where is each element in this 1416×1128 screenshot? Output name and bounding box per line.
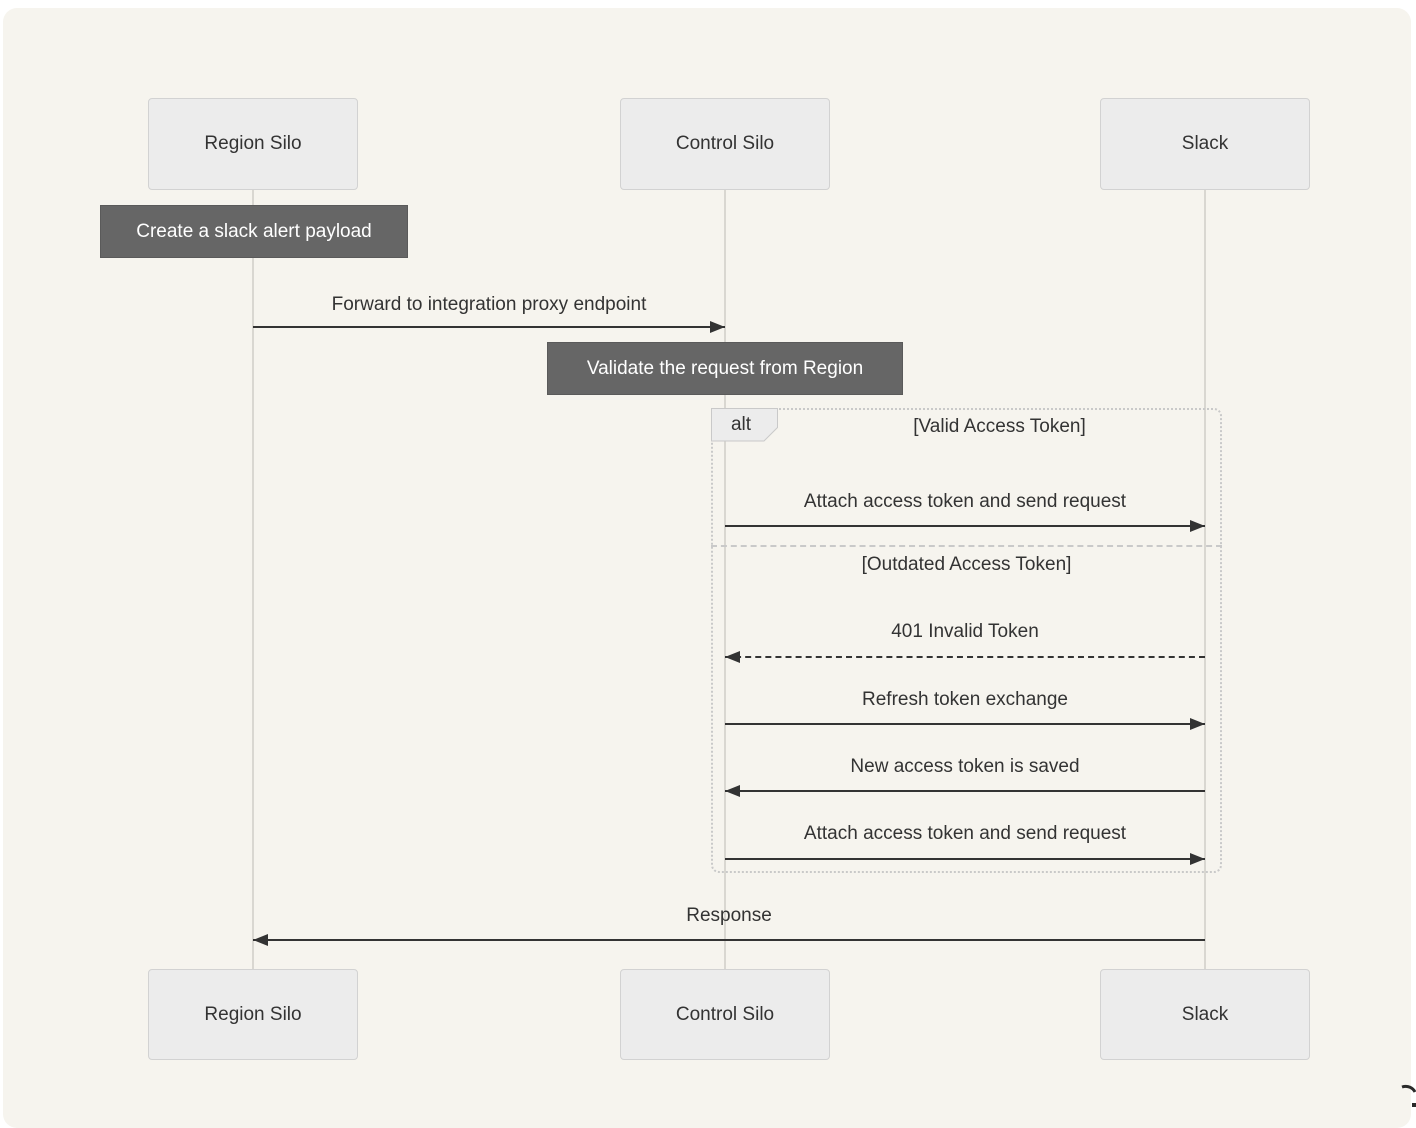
message-line xyxy=(725,723,1205,725)
actor-slack-bottom: Slack xyxy=(1100,969,1310,1060)
note-create-slack-alert-payload: Create a slack alert payload xyxy=(100,205,408,258)
message-label-refresh-token: Refresh token exchange xyxy=(862,689,1068,710)
actor-label: Region Silo xyxy=(204,133,302,154)
arrowhead-left-icon xyxy=(253,934,268,946)
alt-fragment-frame xyxy=(711,408,1222,873)
message-label-response: Response xyxy=(686,905,772,926)
alt-condition-valid-token: [Valid Access Token] xyxy=(913,416,1086,437)
arrowhead-right-icon xyxy=(1190,718,1205,730)
alt-fragment-label: alt xyxy=(730,414,752,435)
alt-condition-outdated-token: [Outdated Access Token] xyxy=(861,554,1072,575)
alt-fragment-label-shape xyxy=(711,408,778,442)
actor-region-silo-bottom: Region Silo xyxy=(148,969,358,1060)
message-label-attach-token-1: Attach access token and send request xyxy=(803,491,1127,512)
actor-control-silo-bottom: Control Silo xyxy=(620,969,830,1060)
lifeline-region-silo xyxy=(252,190,254,969)
arrowhead-right-icon xyxy=(710,321,725,333)
message-line xyxy=(253,939,1205,941)
message-line-dashed xyxy=(725,656,1205,658)
actor-label: Control Silo xyxy=(675,1003,775,1025)
actor-label: Control Silo xyxy=(675,133,775,154)
diagram-canvas xyxy=(3,8,1411,1128)
actor-label: Slack xyxy=(1181,133,1229,154)
message-label-forward-to-proxy: Forward to integration proxy endpoint xyxy=(331,294,647,315)
message-line xyxy=(253,326,725,328)
arrowhead-left-icon xyxy=(725,651,740,663)
note-text: Validate the request from Region xyxy=(586,357,864,379)
message-label-attach-token-2: Attach access token and send request xyxy=(803,823,1127,844)
note-validate-request: Validate the request from Region xyxy=(547,342,903,395)
actor-label: Region Silo xyxy=(204,1003,302,1025)
message-line xyxy=(725,858,1205,860)
message-line xyxy=(725,525,1205,527)
actor-slack-top: Slack xyxy=(1100,98,1310,190)
message-line xyxy=(725,790,1205,792)
actor-region-silo-top: Region Silo xyxy=(148,98,358,190)
corner-squiggle-artifact xyxy=(1401,1084,1416,1107)
message-label-new-token-saved: New access token is saved xyxy=(850,756,1080,777)
arrowhead-right-icon xyxy=(1190,520,1205,532)
arrowhead-left-icon xyxy=(725,785,740,797)
arrowhead-right-icon xyxy=(1190,853,1205,865)
message-label-401-invalid-token: 401 Invalid Token xyxy=(891,621,1039,642)
lifeline-control-silo xyxy=(724,190,726,969)
actor-label: Slack xyxy=(1181,1003,1229,1025)
lifeline-slack xyxy=(1204,190,1206,969)
alt-divider xyxy=(711,545,1222,547)
actor-control-silo-top: Control Silo xyxy=(620,98,830,190)
note-text: Create a slack alert payload xyxy=(136,220,372,242)
